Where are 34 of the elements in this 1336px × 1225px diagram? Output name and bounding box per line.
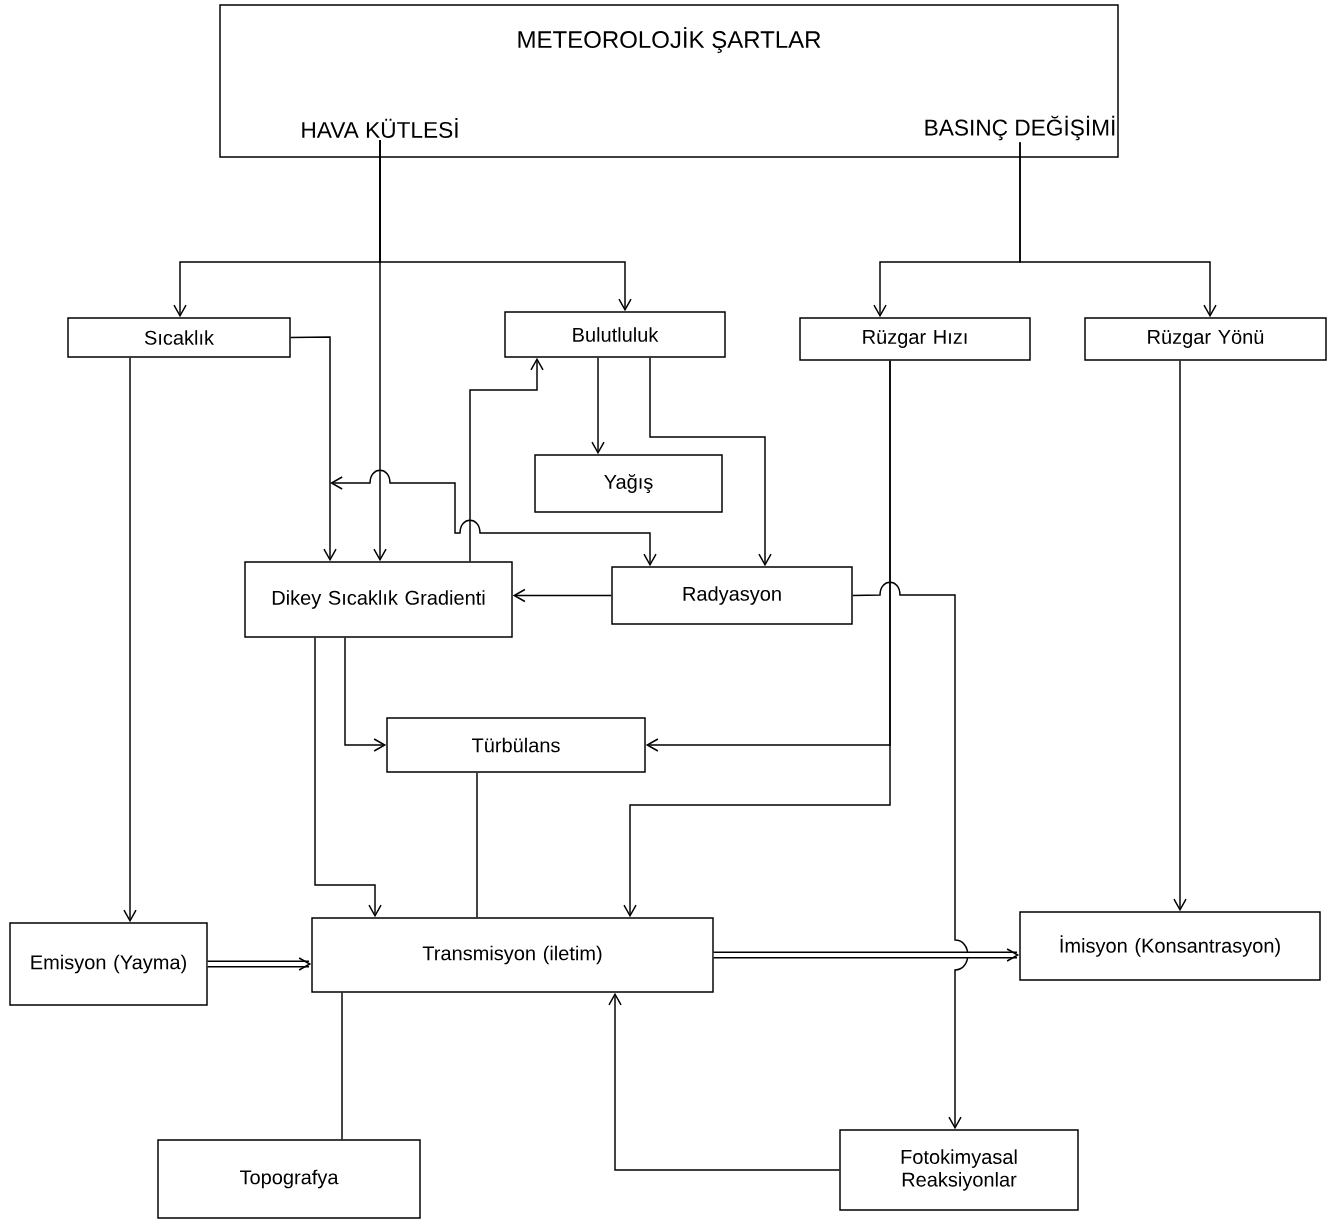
arrow [344, 637, 387, 752]
arrow [1173, 360, 1187, 912]
arrow [290, 336, 337, 562]
arrow [469, 357, 544, 562]
process-box: Yağış [534, 454, 723, 513]
process-box: Fotokimyasal Reaksiyonlar [839, 1129, 1079, 1211]
arrow [314, 637, 382, 918]
process-box: İmisyon (Konsantrasyon) [1019, 911, 1321, 981]
arrow [623, 360, 891, 918]
process-box: Rüzgar Yönü [1084, 317, 1327, 361]
arrow [1019, 141, 1217, 318]
arrow [379, 139, 632, 312]
process-box: Emisyon (Yayma) [9, 922, 208, 1006]
arrow [123, 357, 137, 923]
double-line-arrow [207, 957, 312, 971]
process-box: Rüzgar Hızı [799, 317, 1031, 361]
connector-line [341, 992, 343, 1140]
process-box: Dikey Sıcaklık Gradienti [244, 561, 513, 638]
arrow [591, 357, 605, 455]
process-box: Radyasyon [611, 566, 853, 625]
process-box: Türbülans [386, 717, 646, 773]
process-box: Topografya [157, 1139, 421, 1219]
sub-heading: HAVA KÜTLESİ [302, 118, 458, 138]
process-box: Sıcaklık [67, 317, 291, 358]
double-headed-arrow [330, 469, 657, 567]
arrow [649, 357, 772, 567]
arrow [512, 588, 612, 603]
connector-line [476, 772, 478, 918]
process-box: Bulutluluk [504, 311, 726, 358]
arrow [608, 992, 840, 1171]
arrow [852, 581, 969, 1130]
sub-heading: BASINÇ DEĞİŞİMİ [925, 115, 1115, 141]
double-line-arrow [713, 948, 1020, 962]
process-box: Transmisyon (iletim) [311, 917, 714, 993]
